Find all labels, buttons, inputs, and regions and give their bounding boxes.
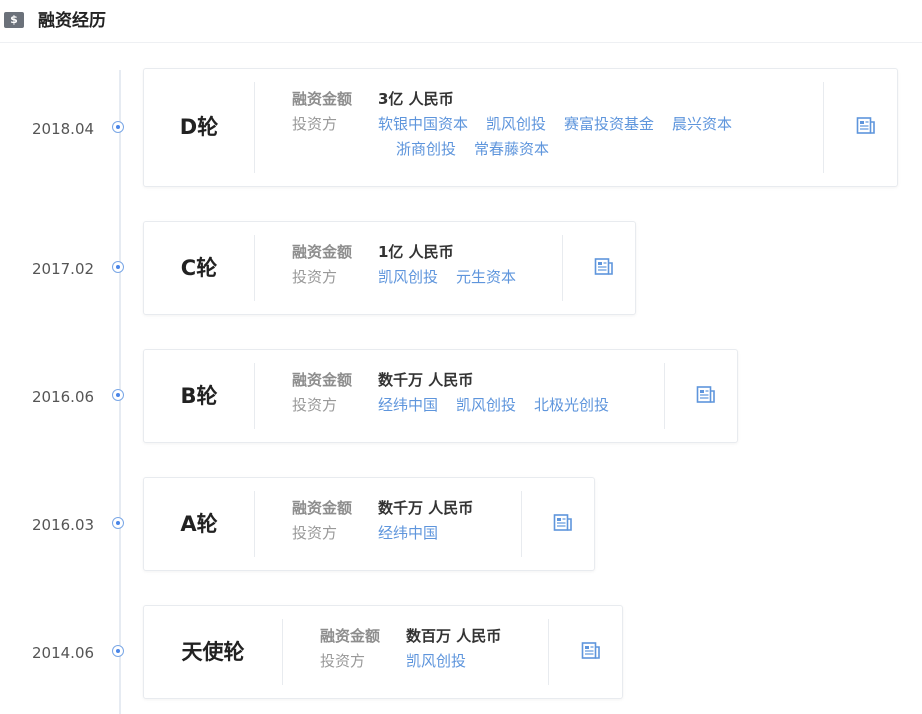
timeline-dot bbox=[112, 261, 124, 273]
divider bbox=[521, 491, 522, 557]
investor-link[interactable]: 经纬中国 bbox=[378, 396, 439, 414]
round-name: C轮 bbox=[180, 256, 218, 280]
divider bbox=[823, 82, 824, 173]
round-date: 2016.03 bbox=[32, 516, 95, 534]
round-name: D轮 bbox=[179, 115, 219, 139]
investor-link[interactable]: 凯风创投 bbox=[406, 652, 467, 670]
round-info: 融资金额 数千万 人民币 投资方 经纬中国 bbox=[292, 496, 522, 546]
investors-label: 投资方 bbox=[292, 396, 338, 414]
amount-value: 3亿 人民币 bbox=[378, 90, 454, 108]
funding-round-card: A轮 融资金额 数千万 人民币 投资方 经纬中国 bbox=[143, 477, 595, 571]
investors-label: 投资方 bbox=[292, 524, 338, 542]
timeline-dot bbox=[112, 517, 124, 529]
round-info: 融资金额 数百万 人民币 投资方 凯风创投 bbox=[320, 624, 550, 674]
amount-value: 数千万 人民币 bbox=[378, 371, 474, 389]
investor-link[interactable]: 凯风创投 bbox=[486, 115, 547, 133]
funding-round-card: D轮 融资金额 3亿 人民币 投资方 软银中国资本 凯风创投 赛富投资基金 晨兴… bbox=[143, 68, 898, 187]
investor-link[interactable]: 浙商创投 bbox=[396, 140, 457, 158]
investors-label: 投资方 bbox=[292, 115, 338, 133]
divider bbox=[254, 363, 255, 429]
amount-label: 融资金额 bbox=[292, 90, 353, 108]
news-icon[interactable] bbox=[594, 257, 614, 277]
round-date: 2018.04 bbox=[32, 120, 95, 138]
round-date: 2016.06 bbox=[32, 388, 95, 406]
funding-round-card: C轮 融资金额 1亿 人民币 投资方 凯风创投 元生资本 bbox=[143, 221, 636, 315]
divider bbox=[562, 235, 563, 301]
divider bbox=[254, 82, 255, 173]
round-name: B轮 bbox=[180, 384, 218, 408]
investor-link[interactable]: 元生资本 bbox=[456, 268, 517, 286]
funding-round-card: B轮 融资金额 数千万 人民币 投资方 经纬中国 凯风创投 北极光创投 bbox=[143, 349, 738, 443]
investor-link[interactable]: 凯风创投 bbox=[378, 268, 439, 286]
investor-link[interactable]: 凯风创投 bbox=[456, 396, 517, 414]
news-icon[interactable] bbox=[856, 116, 876, 136]
investor-link[interactable]: 常春藤资本 bbox=[474, 140, 550, 158]
investor-link[interactable]: 北极光创投 bbox=[534, 396, 610, 414]
amount-label: 融资金额 bbox=[292, 499, 353, 517]
section-title: 融资经历 bbox=[38, 11, 106, 31]
funding-round-card: 天使轮 融资金额 数百万 人民币 投资方 凯风创投 bbox=[143, 605, 623, 699]
round-info: 融资金额 数千万 人民币 投资方 经纬中国 凯风创投 北极光创投 bbox=[292, 368, 662, 418]
investors-label: 投资方 bbox=[292, 268, 338, 286]
round-info: 融资金额 1亿 人民币 投资方 凯风创投 元生资本 bbox=[292, 240, 562, 290]
news-icon[interactable] bbox=[553, 513, 573, 533]
amount-label: 融资金额 bbox=[292, 243, 353, 261]
investor-link[interactable]: 经纬中国 bbox=[378, 524, 439, 542]
amount-label: 融资金额 bbox=[292, 371, 353, 389]
divider bbox=[282, 619, 283, 685]
timeline-dot bbox=[112, 121, 124, 133]
round-date: 2017.02 bbox=[32, 260, 95, 278]
amount-value: 1亿 人民币 bbox=[378, 243, 454, 261]
round-name: A轮 bbox=[180, 512, 218, 536]
section-header: $ 融资经历 bbox=[0, 0, 922, 43]
divider bbox=[548, 619, 549, 685]
round-date: 2014.06 bbox=[32, 644, 95, 662]
money-icon: $ bbox=[4, 12, 24, 28]
divider bbox=[254, 235, 255, 301]
round-name: 天使轮 bbox=[181, 640, 245, 664]
amount-label: 融资金额 bbox=[320, 627, 381, 645]
divider bbox=[254, 491, 255, 557]
round-info: 融资金额 3亿 人民币 投资方 软银中国资本 凯风创投 赛富投资基金 晨兴资本 … bbox=[292, 87, 812, 162]
investor-link[interactable]: 晨兴资本 bbox=[672, 115, 733, 133]
timeline-dot bbox=[112, 389, 124, 401]
investors-label: 投资方 bbox=[320, 652, 366, 670]
news-icon[interactable] bbox=[696, 385, 716, 405]
news-icon[interactable] bbox=[581, 641, 601, 661]
amount-value: 数千万 人民币 bbox=[378, 499, 474, 517]
timeline-dot bbox=[112, 645, 124, 657]
divider bbox=[664, 363, 665, 429]
investor-link[interactable]: 赛富投资基金 bbox=[564, 115, 655, 133]
amount-value: 数百万 人民币 bbox=[406, 627, 502, 645]
investor-link[interactable]: 软银中国资本 bbox=[378, 115, 469, 133]
